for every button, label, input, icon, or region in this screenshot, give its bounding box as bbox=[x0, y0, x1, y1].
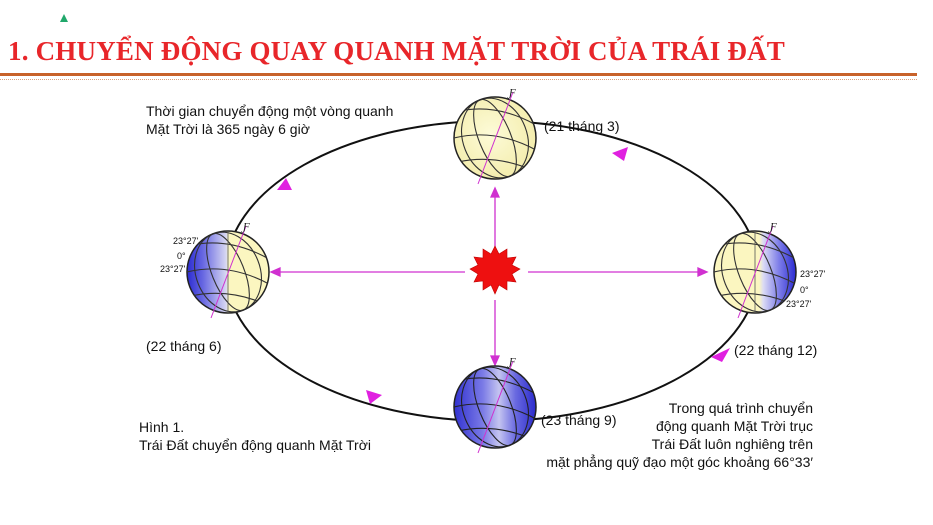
lat-left-north: 23°27' bbox=[173, 236, 199, 246]
label-september: (23 tháng 9) bbox=[541, 412, 617, 428]
figure-caption-line2: Trái Đất chuyển động quanh Mặt Trời bbox=[139, 437, 372, 453]
lat-right-north: 23°27' bbox=[800, 269, 826, 279]
axis-note-line2: động quanh Mặt Trời trục bbox=[655, 418, 813, 434]
sun-icon bbox=[469, 245, 521, 295]
figure-caption-line1: Hình 1. bbox=[139, 419, 185, 435]
label-march: (21 tháng 3) bbox=[544, 118, 620, 134]
globe-icon-top: Ƒ bbox=[453, 87, 537, 185]
svg-text:Ƒ: Ƒ bbox=[507, 87, 516, 99]
orbit-arrow-icon bbox=[277, 147, 730, 404]
svg-text:Ƒ: Ƒ bbox=[768, 221, 777, 233]
svg-text:Ƒ: Ƒ bbox=[241, 221, 250, 233]
axis-note-line4: mặt phẳng quỹ đạo một góc khoảng 66°33′ bbox=[546, 454, 813, 470]
globe-icon-left: Ƒ bbox=[186, 221, 270, 319]
lat-left-equator: 0° bbox=[177, 251, 186, 261]
period-note-line1: Thời gian chuyển động một vòng quanh bbox=[146, 103, 394, 119]
globe-icon-right: Ƒ bbox=[713, 221, 797, 319]
slide-marker-icon bbox=[60, 14, 68, 22]
globe-icon-bottom: Ƒ bbox=[453, 356, 537, 454]
slide-title: 1. CHUYỂN ĐỘNG QUAY QUANH MẶT TRỜI CỦA T… bbox=[8, 36, 785, 66]
axis-note-line3: Trái Đất luôn nghiêng trên bbox=[651, 436, 813, 452]
svg-text:Ƒ: Ƒ bbox=[507, 356, 516, 368]
lat-right-equator: 0° bbox=[800, 285, 809, 295]
sun-rays bbox=[269, 186, 709, 367]
lat-left-south: 23°27' bbox=[160, 264, 186, 274]
label-december: (22 tháng 12) bbox=[734, 342, 818, 358]
period-note-line2: Mặt Trời là 365 ngày 6 giờ bbox=[146, 121, 310, 137]
title-underline-dotted bbox=[0, 79, 917, 80]
label-june: (22 tháng 6) bbox=[146, 338, 222, 354]
title-underline bbox=[0, 73, 917, 76]
lat-right-south: 23°27' bbox=[786, 299, 812, 309]
axis-note-line1: Trong quá trình chuyển bbox=[668, 400, 813, 416]
